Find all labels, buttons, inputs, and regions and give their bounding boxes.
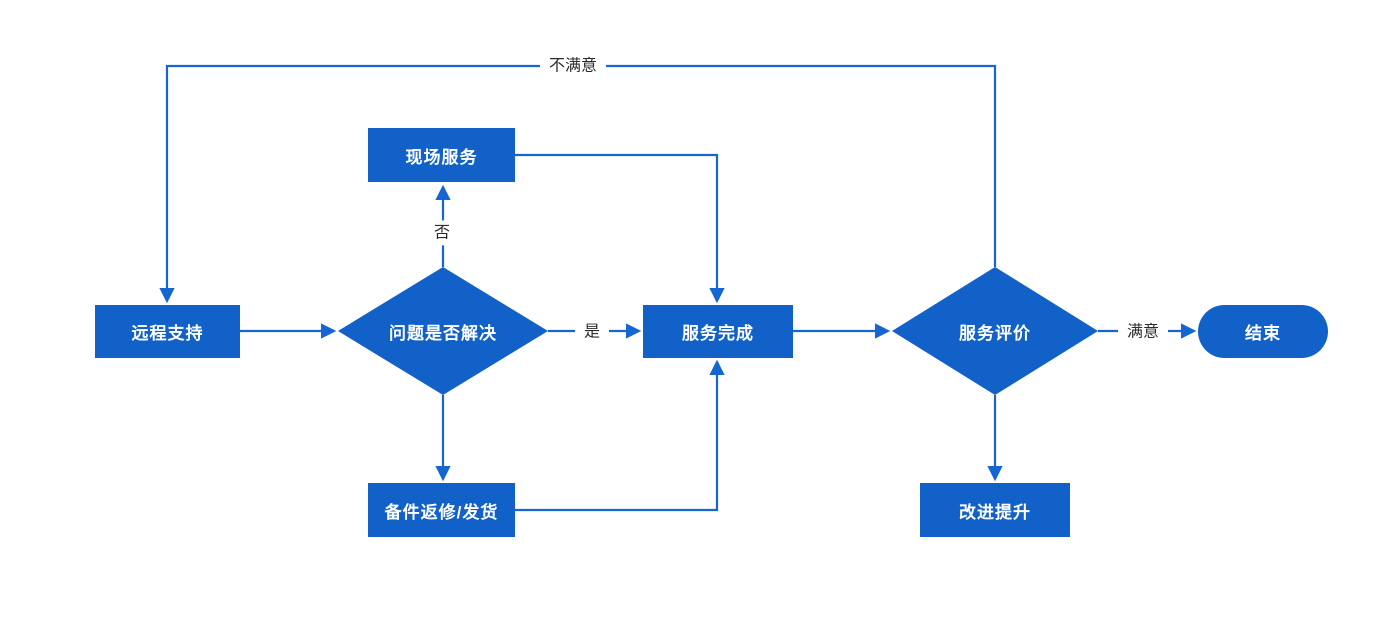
node-end[interactable]: 结束	[1198, 305, 1328, 358]
node-problem-solved-decision[interactable]: 问题是否解决	[338, 267, 548, 395]
edge-eval-to-remote-loop	[159, 64, 997, 304]
edge-label-no: 否	[424, 220, 460, 246]
edge-parts-to-complete	[515, 359, 725, 512]
node-service-complete[interactable]: 服务完成	[643, 305, 793, 358]
node-service-eval-decision[interactable]: 服务评价	[892, 267, 1098, 395]
node-service-complete-label: 服务完成	[682, 324, 754, 343]
node-service-eval-label: 服务评价	[959, 323, 1031, 343]
node-problem-solved-label: 问题是否解决	[389, 323, 497, 343]
node-end-label: 结束	[1245, 324, 1281, 343]
node-onsite-service-label: 现场服务	[405, 147, 478, 167]
edge-label-dissatisfied: 不满意	[539, 53, 607, 79]
node-parts-repair-label: 备件返修/发货	[384, 502, 499, 522]
node-parts-repair[interactable]: 备件返修/发货	[368, 483, 515, 537]
node-onsite-service[interactable]: 现场服务	[368, 128, 515, 182]
node-remote-support-label: 远程支持	[131, 324, 204, 343]
node-remote-support[interactable]: 远程支持	[95, 305, 240, 358]
edge-label-satisfied: 满意	[1117, 319, 1169, 345]
edge-onsite-to-complete	[515, 153, 725, 304]
edge-label-yes: 是	[574, 319, 610, 345]
node-improvement[interactable]: 改进提升	[920, 483, 1070, 537]
node-improvement-label: 改进提升	[959, 502, 1031, 522]
